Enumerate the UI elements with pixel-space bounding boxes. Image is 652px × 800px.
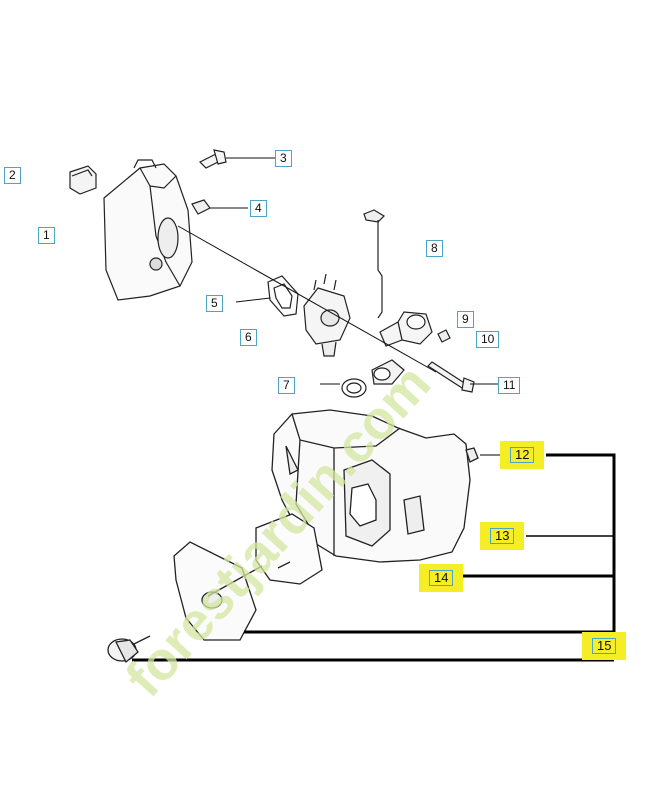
callout-12-label: 12 bbox=[510, 447, 535, 463]
callout-15-label: 15 bbox=[592, 638, 617, 654]
callout-13-label: 13 bbox=[490, 528, 515, 544]
callout-2: 2 bbox=[4, 167, 21, 184]
callout-8: 8 bbox=[426, 240, 443, 257]
part-3-screw bbox=[198, 149, 227, 169]
callout-4-label: 4 bbox=[255, 201, 262, 215]
part-13-filter-element bbox=[255, 513, 323, 585]
callout-1-label: 1 bbox=[43, 228, 50, 242]
part-4-nut bbox=[191, 199, 211, 215]
callout-5-label: 5 bbox=[211, 296, 218, 310]
callout-bracket-lines bbox=[132, 453, 616, 662]
callout-4: 4 bbox=[250, 200, 267, 217]
callout-10: 10 bbox=[476, 331, 500, 348]
callout-3: 3 bbox=[275, 150, 292, 167]
part-7-seal-ring bbox=[341, 359, 405, 398]
part-15-knob bbox=[107, 635, 151, 664]
callout-13: 13 bbox=[480, 522, 525, 550]
callout-11: 11 bbox=[498, 377, 521, 394]
part-9-intake-elbow bbox=[379, 311, 433, 347]
callout-10-label: 10 bbox=[481, 332, 495, 346]
part-12-filter-cover bbox=[271, 409, 479, 563]
callout-12: 12 bbox=[500, 441, 545, 469]
callout-2-label: 2 bbox=[9, 168, 16, 182]
callout-9: 9 bbox=[457, 311, 474, 328]
part-11-long-bolt bbox=[427, 361, 475, 393]
part-2-rubber-spacer bbox=[69, 165, 97, 195]
callout-1: 1 bbox=[38, 227, 55, 244]
part-14-filter-foam bbox=[173, 541, 263, 641]
assembly-axis-lines bbox=[177, 157, 500, 385]
callout-7-label: 7 bbox=[283, 378, 290, 392]
callout-14-label: 14 bbox=[429, 570, 454, 586]
callout-5: 5 bbox=[206, 295, 223, 312]
part-8-linkage-rod bbox=[363, 209, 385, 319]
callout-11-label: 11 bbox=[503, 378, 516, 392]
part-1-filter-housing bbox=[103, 159, 193, 301]
part-6-carburetor bbox=[303, 273, 351, 357]
part-10-bolt bbox=[437, 329, 451, 343]
callout-8-label: 8 bbox=[431, 241, 438, 255]
callout-9-label: 9 bbox=[462, 312, 469, 326]
callout-3-label: 3 bbox=[280, 151, 287, 165]
callout-6-label: 6 bbox=[245, 330, 252, 344]
callout-14: 14 bbox=[419, 564, 464, 592]
callout-7: 7 bbox=[278, 377, 295, 394]
callout-6: 6 bbox=[240, 329, 257, 346]
part-5-gasket bbox=[267, 275, 299, 317]
callout-15: 15 bbox=[582, 632, 627, 660]
